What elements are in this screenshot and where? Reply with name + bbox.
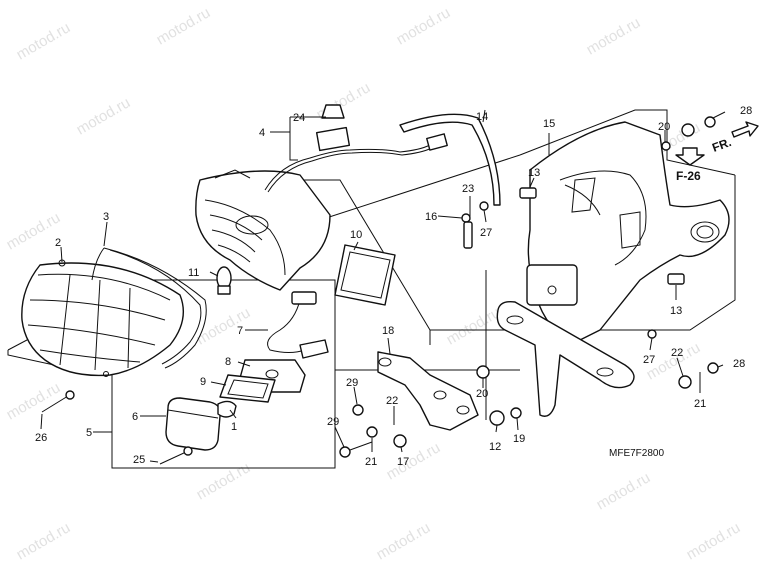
page-reference-label: F-26 bbox=[676, 169, 701, 183]
callout-22: 22 bbox=[671, 347, 683, 359]
callout-4: 4 bbox=[259, 127, 265, 139]
callout-11: 11 bbox=[188, 267, 199, 279]
watermark: motod.ru bbox=[14, 19, 74, 63]
license-bracket bbox=[377, 351, 479, 431]
callout-20: 20 bbox=[658, 121, 670, 133]
callout-18: 18 bbox=[382, 325, 394, 337]
callout-17: 17 bbox=[397, 456, 409, 468]
plate-mount bbox=[496, 300, 635, 417]
callout-15: 15 bbox=[543, 118, 555, 130]
watermark: motod.ru bbox=[444, 304, 504, 348]
rear-reflector bbox=[334, 244, 396, 306]
callout-9: 9 bbox=[200, 376, 206, 388]
callout-28: 28 bbox=[740, 105, 752, 117]
callout-20: 20 bbox=[476, 388, 488, 400]
callout-7: 7 bbox=[237, 325, 243, 337]
callout-21: 21 bbox=[694, 398, 706, 410]
watermark: motod.ru bbox=[154, 4, 214, 48]
callout-10: 10 bbox=[350, 229, 362, 241]
callout-27: 27 bbox=[480, 227, 492, 239]
callouts: 2 3 4 24 14 15 20 28 13 23 16 27 10 11 1… bbox=[35, 105, 752, 468]
callout-1: 1 bbox=[231, 421, 237, 433]
watermark: motod.ru bbox=[584, 14, 644, 58]
watermark: motod.ru bbox=[374, 519, 434, 563]
wedge-bulb bbox=[217, 400, 237, 418]
tail-light-housing bbox=[195, 169, 331, 291]
callout-8: 8 bbox=[225, 356, 231, 368]
watermark: motod.ru bbox=[194, 459, 254, 503]
callout-26: 26 bbox=[35, 432, 47, 444]
callout-14: 14 bbox=[476, 111, 488, 123]
rear-fender bbox=[526, 121, 730, 346]
license-light-lens bbox=[165, 397, 221, 451]
watermark: motod.ru bbox=[594, 469, 654, 513]
watermark: motod.ru bbox=[384, 439, 444, 483]
front-label: FR. bbox=[710, 135, 733, 155]
page-reference: F-26 bbox=[675, 147, 705, 183]
callout-25: 25 bbox=[133, 454, 145, 466]
callout-16: 16 bbox=[425, 211, 437, 223]
diagram-code: MFE7F2800 bbox=[609, 448, 664, 459]
watermark: motod.ru bbox=[4, 379, 64, 423]
fender-group-frame bbox=[319, 154, 521, 221]
callout-5: 5 bbox=[86, 427, 92, 439]
watermark: motod.ru bbox=[194, 304, 254, 348]
lens-gasket bbox=[91, 247, 207, 369]
watermark: motod.ru bbox=[14, 519, 74, 563]
fender-pads bbox=[519, 187, 685, 285]
callout-29: 29 bbox=[346, 377, 358, 389]
callout-13: 13 bbox=[670, 305, 682, 317]
callout-2: 2 bbox=[55, 237, 61, 249]
leader-lines bbox=[40, 109, 726, 463]
callout-13: 13 bbox=[528, 167, 540, 179]
watermark: motod.ru bbox=[684, 519, 744, 563]
watermark: motod.ru bbox=[394, 4, 454, 48]
bulb bbox=[216, 266, 232, 295]
front-direction-marker: FR. bbox=[710, 121, 759, 155]
callout-29: 29 bbox=[327, 416, 339, 428]
watermark: motod.ru bbox=[74, 94, 134, 138]
callout-21: 21 bbox=[365, 456, 377, 468]
callout-28: 28 bbox=[733, 358, 745, 370]
callout-12: 12 bbox=[489, 441, 501, 453]
license-light-assembly bbox=[219, 291, 329, 403]
callout-22: 22 bbox=[386, 395, 398, 407]
wire-strip bbox=[399, 113, 501, 206]
callout-24: 24 bbox=[293, 112, 305, 124]
callout-27: 27 bbox=[643, 354, 655, 366]
callout-3: 3 bbox=[103, 211, 109, 223]
fasteners bbox=[41, 116, 719, 465]
tail-light-lens bbox=[21, 259, 184, 377]
callout-6: 6 bbox=[132, 411, 138, 423]
callout-23: 23 bbox=[462, 183, 474, 195]
wire-harness bbox=[264, 104, 448, 193]
callout-19: 19 bbox=[513, 433, 525, 445]
